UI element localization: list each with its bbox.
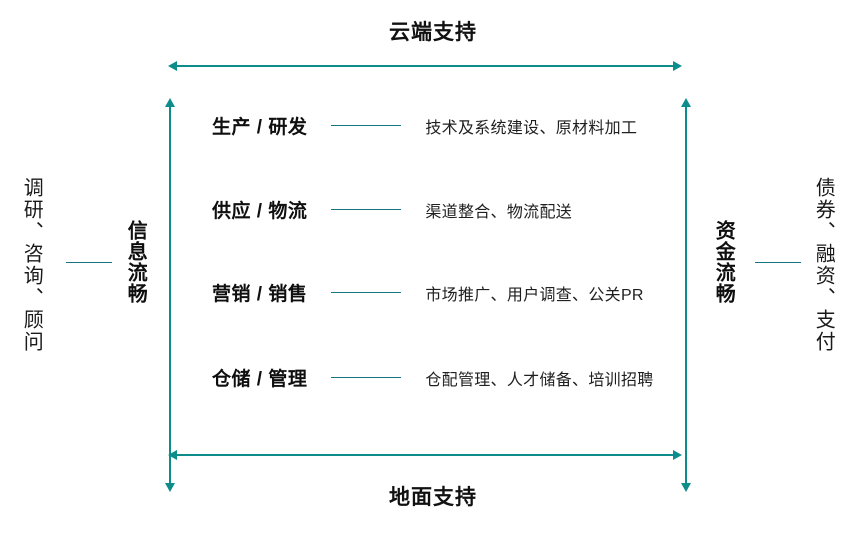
process-row-label: 仓储 / 管理 (212, 369, 308, 390)
row-connector-line (331, 376, 402, 379)
left-double-arrow (163, 98, 177, 492)
arrow-shaft (685, 105, 687, 485)
left-side-connector-line (66, 262, 112, 264)
right-outer-label: 债券、融资、支付 (812, 177, 835, 353)
arrow-head-left-icon (168, 61, 177, 71)
arrow-head-down-icon (681, 483, 691, 492)
right-inner-label: 资金流畅 (712, 220, 735, 304)
arrow-head-left-icon (168, 450, 177, 460)
top-double-arrow (168, 59, 682, 73)
arrow-shaft (169, 105, 171, 485)
arrow-head-down-icon (165, 483, 175, 492)
process-row-description: 技术及系统建设、原材料加工 (425, 119, 638, 137)
process-row-description: 仓配管理、人才储备、培训招聘 (425, 371, 654, 389)
arrow-head-right-icon (673, 450, 682, 460)
row-connector-line (331, 124, 402, 127)
arrow-shaft (175, 454, 675, 456)
left-inner-label: 信息流畅 (124, 220, 147, 304)
bottom-double-arrow (168, 448, 682, 462)
left-outer-label: 调研、咨询、顾问 (20, 177, 43, 353)
process-row-description: 市场推广、用户调查、公关PR (425, 286, 644, 304)
process-row: 生产 / 研发 技术及系统建设、原材料加工 (212, 112, 637, 139)
process-row-label: 生产 / 研发 (212, 117, 308, 138)
process-row: 仓储 / 管理 仓配管理、人才储备、培训招聘 (212, 364, 654, 391)
arrow-shaft (175, 65, 675, 67)
arrow-head-up-icon (681, 98, 691, 107)
process-row-description: 渠道整合、物流配送 (425, 203, 573, 221)
bottom-band-title: 地面支持 (389, 486, 477, 509)
arrow-head-right-icon (673, 61, 682, 71)
process-row-label: 营销 / 销售 (212, 284, 308, 305)
process-row: 营销 / 销售 市场推广、用户调查、公关PR (212, 279, 644, 306)
arrow-head-up-icon (165, 98, 175, 107)
process-row-label: 供应 / 物流 (212, 201, 308, 222)
process-row: 供应 / 物流 渠道整合、物流配送 (212, 196, 572, 223)
right-double-arrow (679, 98, 693, 492)
row-connector-line (331, 291, 402, 294)
right-side-connector-line (755, 262, 801, 264)
top-band-title: 云端支持 (389, 21, 477, 44)
row-connector-line (331, 208, 402, 211)
